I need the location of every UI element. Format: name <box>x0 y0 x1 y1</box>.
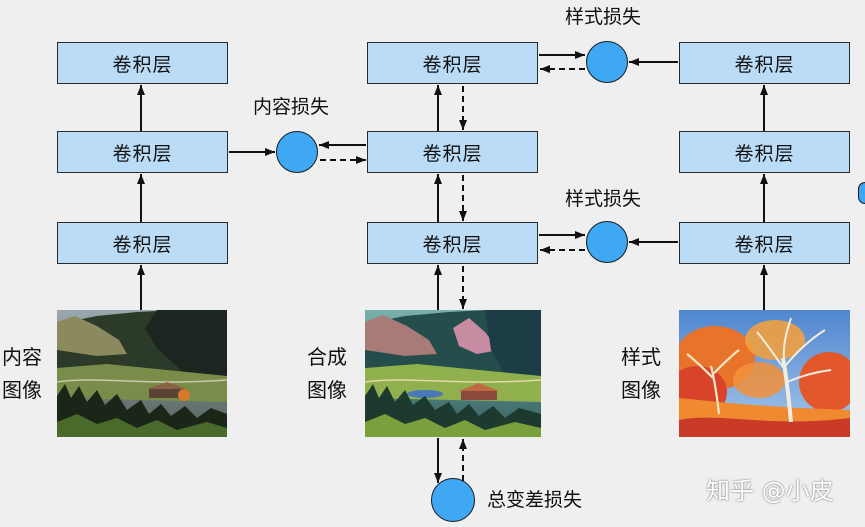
content-conv-layer-middle: 卷积层 <box>57 131 228 173</box>
style-foliage-right <box>799 352 850 412</box>
style-image-label-line2: 图像 <box>621 378 661 402</box>
style-image-label: 样式 图像 <box>621 341 661 407</box>
layer-label: 卷积层 <box>422 53 483 76</box>
style-conv-layer-middle: 卷积层 <box>679 131 850 173</box>
style-foliage-center <box>733 362 785 398</box>
synth-roof <box>459 383 499 391</box>
style-image <box>679 310 850 437</box>
layer-label: 卷积层 <box>112 53 173 76</box>
content-image-label: 内容 图像 <box>2 341 42 407</box>
synth-blue-patch <box>407 390 443 398</box>
content-loss-label: 内容损失 <box>253 96 330 118</box>
layer-label: 卷积层 <box>734 142 795 165</box>
synthesized-image <box>365 310 541 437</box>
style-conv-layer-bottom: 卷积层 <box>679 222 850 264</box>
style-small-tree <box>686 349 740 415</box>
content-conv-layer-top: 卷积层 <box>57 42 228 84</box>
content-dark-ridge <box>145 310 227 380</box>
style-foliage-top <box>745 320 805 360</box>
content-sunlit-slope <box>57 316 127 356</box>
content-conv-layer-bottom: 卷积层 <box>57 222 228 264</box>
style-conv-layer-top: 卷积层 <box>679 42 850 84</box>
edge-partial-circle <box>858 182 865 204</box>
layer-label: 卷积层 <box>112 233 173 256</box>
style-tree-trunk <box>781 357 793 423</box>
style-loss-top-node <box>586 41 628 83</box>
style-loss-bottom-node <box>586 221 628 263</box>
synth-pink-peak <box>453 318 499 354</box>
content-foreground <box>57 414 227 437</box>
total-variation-loss-label: 总变差损失 <box>487 489 583 511</box>
content-building <box>149 388 185 398</box>
content-orange-tree <box>178 389 190 401</box>
style-loss-bottom-label: 样式损失 <box>565 188 642 210</box>
synth-pink-slope <box>365 315 437 356</box>
content-loss-node <box>276 131 318 173</box>
synth-image-label-line1: 合成 <box>307 345 347 369</box>
synth-conv-layer-top: 卷积层 <box>367 42 538 84</box>
layer-label: 卷积层 <box>734 233 795 256</box>
content-image-label-line2: 图像 <box>2 378 42 402</box>
content-road <box>57 379 227 383</box>
synth-image-label: 合成 图像 <box>307 341 347 407</box>
style-image-label-line1: 样式 <box>621 345 661 369</box>
synth-road <box>365 379 541 383</box>
content-roof <box>147 382 187 389</box>
synth-foreground <box>365 414 541 437</box>
content-image-label-line1: 内容 <box>2 345 42 369</box>
synth-dark-ridge <box>485 310 541 380</box>
synth-conv-layer-bottom: 卷积层 <box>367 222 538 264</box>
style-loss-top-label: 样式损失 <box>565 6 642 28</box>
layer-label: 卷积层 <box>422 142 483 165</box>
total-variation-loss-node <box>431 478 475 522</box>
style-ground-shadow <box>679 417 850 437</box>
synth-building <box>461 390 497 400</box>
watermark: 知乎 @小皮 <box>706 477 834 505</box>
synth-image-label-line2: 图像 <box>307 378 347 402</box>
layer-label: 卷积层 <box>112 142 173 165</box>
layer-label: 卷积层 <box>422 233 483 256</box>
synth-conv-layer-middle: 卷积层 <box>367 131 538 173</box>
style-tree-branches <box>756 317 832 383</box>
layer-label: 卷积层 <box>734 53 795 76</box>
content-image <box>57 310 227 437</box>
